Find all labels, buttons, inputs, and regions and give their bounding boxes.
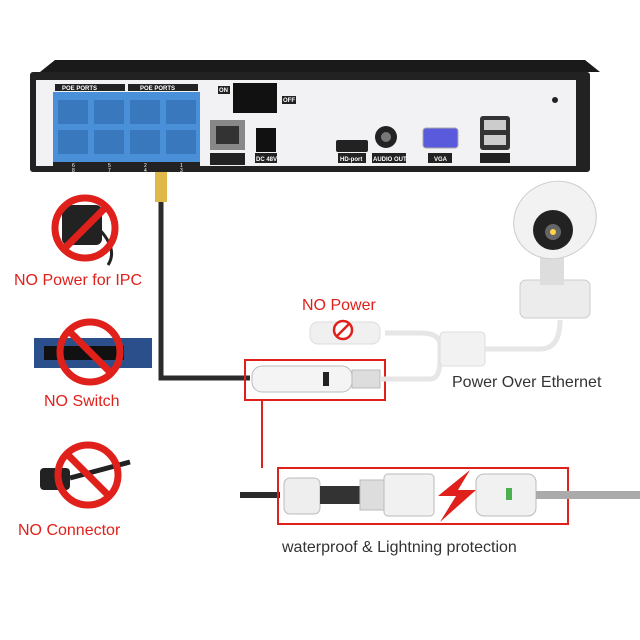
- vga-port[interactable]: [422, 127, 459, 149]
- switch-on-label: ON: [219, 88, 228, 94]
- prohibited-icon: [56, 318, 124, 386]
- poe-ports-label: POE PORTS: [62, 86, 97, 92]
- port-number: 5: [108, 163, 111, 169]
- waterproof-label: waterproof & Lightning protection: [281, 539, 517, 556]
- rj45-plug: [155, 172, 167, 202]
- dc-label: DC 48V: [256, 157, 277, 163]
- port-number: 2: [144, 163, 147, 169]
- prohibited-icon: [51, 194, 119, 262]
- vga-label: VGA: [434, 157, 448, 163]
- port-number: 4: [144, 168, 147, 174]
- dc-jack: [256, 128, 276, 152]
- no-switch-label: NO Switch: [44, 393, 120, 410]
- no-power-adapter-warning: NO Power for IPC: [14, 194, 142, 289]
- port-number: 7: [108, 168, 111, 174]
- no-power-ipc-label: NO Power for IPC: [14, 272, 142, 289]
- nvr-recorder: POE PORTS POE PORTS ON OFF DC 48V HD-por…: [30, 60, 600, 172]
- poe-label: Power Over Ethernet: [452, 374, 602, 391]
- hdmi-label: HD-port: [340, 157, 362, 163]
- poe-ports-label: POE PORTS: [140, 86, 175, 92]
- ethernet-cable: [158, 202, 250, 381]
- port-number: 8: [72, 168, 75, 174]
- switch-off-label: OFF: [283, 98, 295, 104]
- port-number: 3: [180, 168, 183, 174]
- no-power-label: NO Power: [302, 297, 376, 314]
- no-switch-warning: NO Switch: [34, 318, 152, 410]
- no-connector-label: NO Connector: [18, 522, 121, 539]
- usb-icon: [480, 153, 510, 163]
- audio-label: AUDIO OUT: [373, 157, 407, 163]
- port-number: 1: [180, 163, 183, 169]
- port-number: 6: [72, 163, 75, 169]
- poe-splitter: [251, 365, 353, 393]
- ip-camera: [513, 180, 597, 319]
- hdmi-port[interactable]: [336, 140, 368, 152]
- prohibited-icon: [54, 441, 122, 509]
- lightning-icon: [438, 470, 476, 522]
- power-switch[interactable]: [233, 83, 277, 113]
- no-connector-warning: NO Connector: [18, 441, 131, 539]
